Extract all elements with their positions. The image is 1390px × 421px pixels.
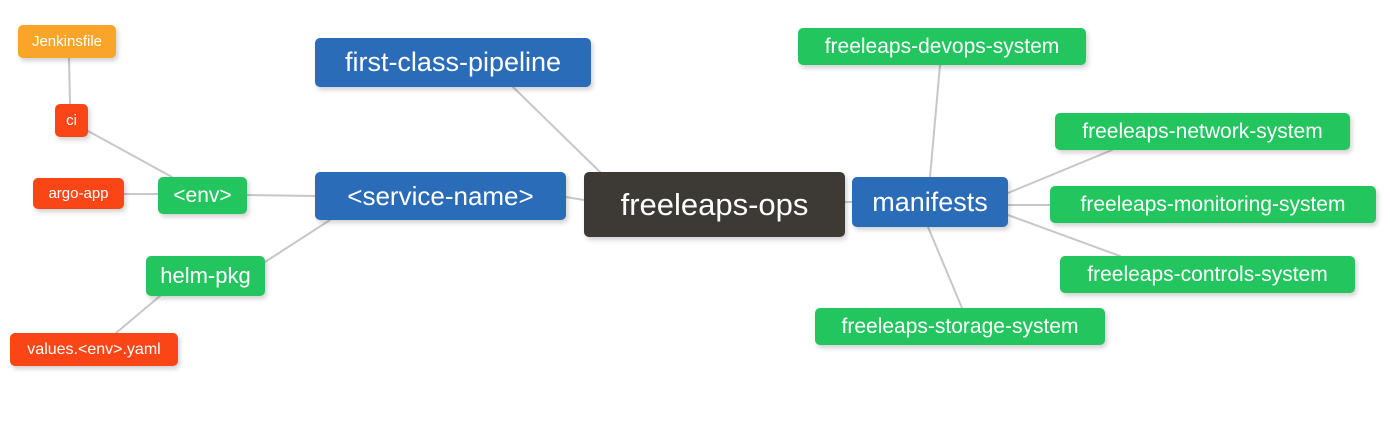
node-manifests[interactable]: manifests bbox=[852, 177, 1008, 227]
node-label: <env> bbox=[173, 184, 232, 207]
node-freeleaps-controls-system[interactable]: freeleaps-controls-system bbox=[1060, 256, 1355, 293]
node-label: <service-name> bbox=[347, 181, 534, 211]
node-label: ci bbox=[66, 112, 77, 129]
node-freeleaps-ops[interactable]: freeleaps-ops bbox=[584, 172, 845, 237]
edge-helm-pkg-to-values-yaml bbox=[115, 295, 161, 334]
edge-service-name-to-helm-pkg bbox=[264, 219, 331, 263]
node-ci[interactable]: ci bbox=[55, 104, 88, 137]
node-label: manifests bbox=[872, 186, 988, 217]
edge-manifests-to-freeleaps-controls-system bbox=[1007, 214, 1121, 257]
node-label: freeleaps-ops bbox=[620, 187, 809, 222]
edge-service-name-to-env bbox=[246, 194, 316, 197]
edge-freeleaps-ops-to-service-name bbox=[565, 196, 585, 201]
node-first-class-pipeline[interactable]: first-class-pipeline bbox=[315, 38, 591, 87]
node-label: freeleaps-monitoring-system bbox=[1080, 193, 1346, 216]
node-label: first-class-pipeline bbox=[344, 47, 562, 77]
node-freeleaps-network-system[interactable]: freeleaps-network-system bbox=[1055, 113, 1350, 150]
edge-manifests-to-freeleaps-devops-system bbox=[929, 64, 941, 178]
node-helm-pkg[interactable]: helm-pkg bbox=[146, 256, 265, 296]
edge-ci-to-jenkinsfile bbox=[68, 57, 71, 105]
edge-manifests-to-freeleaps-storage-system bbox=[927, 226, 963, 309]
node-label: values.<env>.yaml bbox=[27, 340, 161, 358]
node-label: freeleaps-controls-system bbox=[1087, 263, 1328, 286]
node-label: freeleaps-network-system bbox=[1082, 120, 1323, 143]
node-label: Jenkinsfile bbox=[31, 33, 103, 50]
node-jenkinsfile[interactable]: Jenkinsfile bbox=[18, 25, 116, 58]
node-label: freeleaps-storage-system bbox=[841, 315, 1079, 338]
node-freeleaps-monitoring-system[interactable]: freeleaps-monitoring-system bbox=[1050, 186, 1376, 223]
node-env[interactable]: <env> bbox=[158, 177, 247, 214]
node-argo-app[interactable]: argo-app bbox=[33, 178, 124, 209]
node-service-name[interactable]: <service-name> bbox=[315, 172, 566, 220]
node-label: freeleaps-devops-system bbox=[824, 35, 1060, 58]
node-label: helm-pkg bbox=[160, 263, 251, 288]
edge-env-to-ci bbox=[87, 130, 173, 178]
node-freeleaps-storage-system[interactable]: freeleaps-storage-system bbox=[815, 308, 1105, 345]
edge-freeleaps-ops-to-first-class-pipeline bbox=[512, 86, 601, 173]
node-label: argo-app bbox=[48, 185, 109, 202]
node-freeleaps-devops-system[interactable]: freeleaps-devops-system bbox=[798, 28, 1086, 65]
edge-manifests-to-freeleaps-network-system bbox=[1007, 149, 1113, 194]
node-values-yaml[interactable]: values.<env>.yaml bbox=[10, 333, 178, 366]
